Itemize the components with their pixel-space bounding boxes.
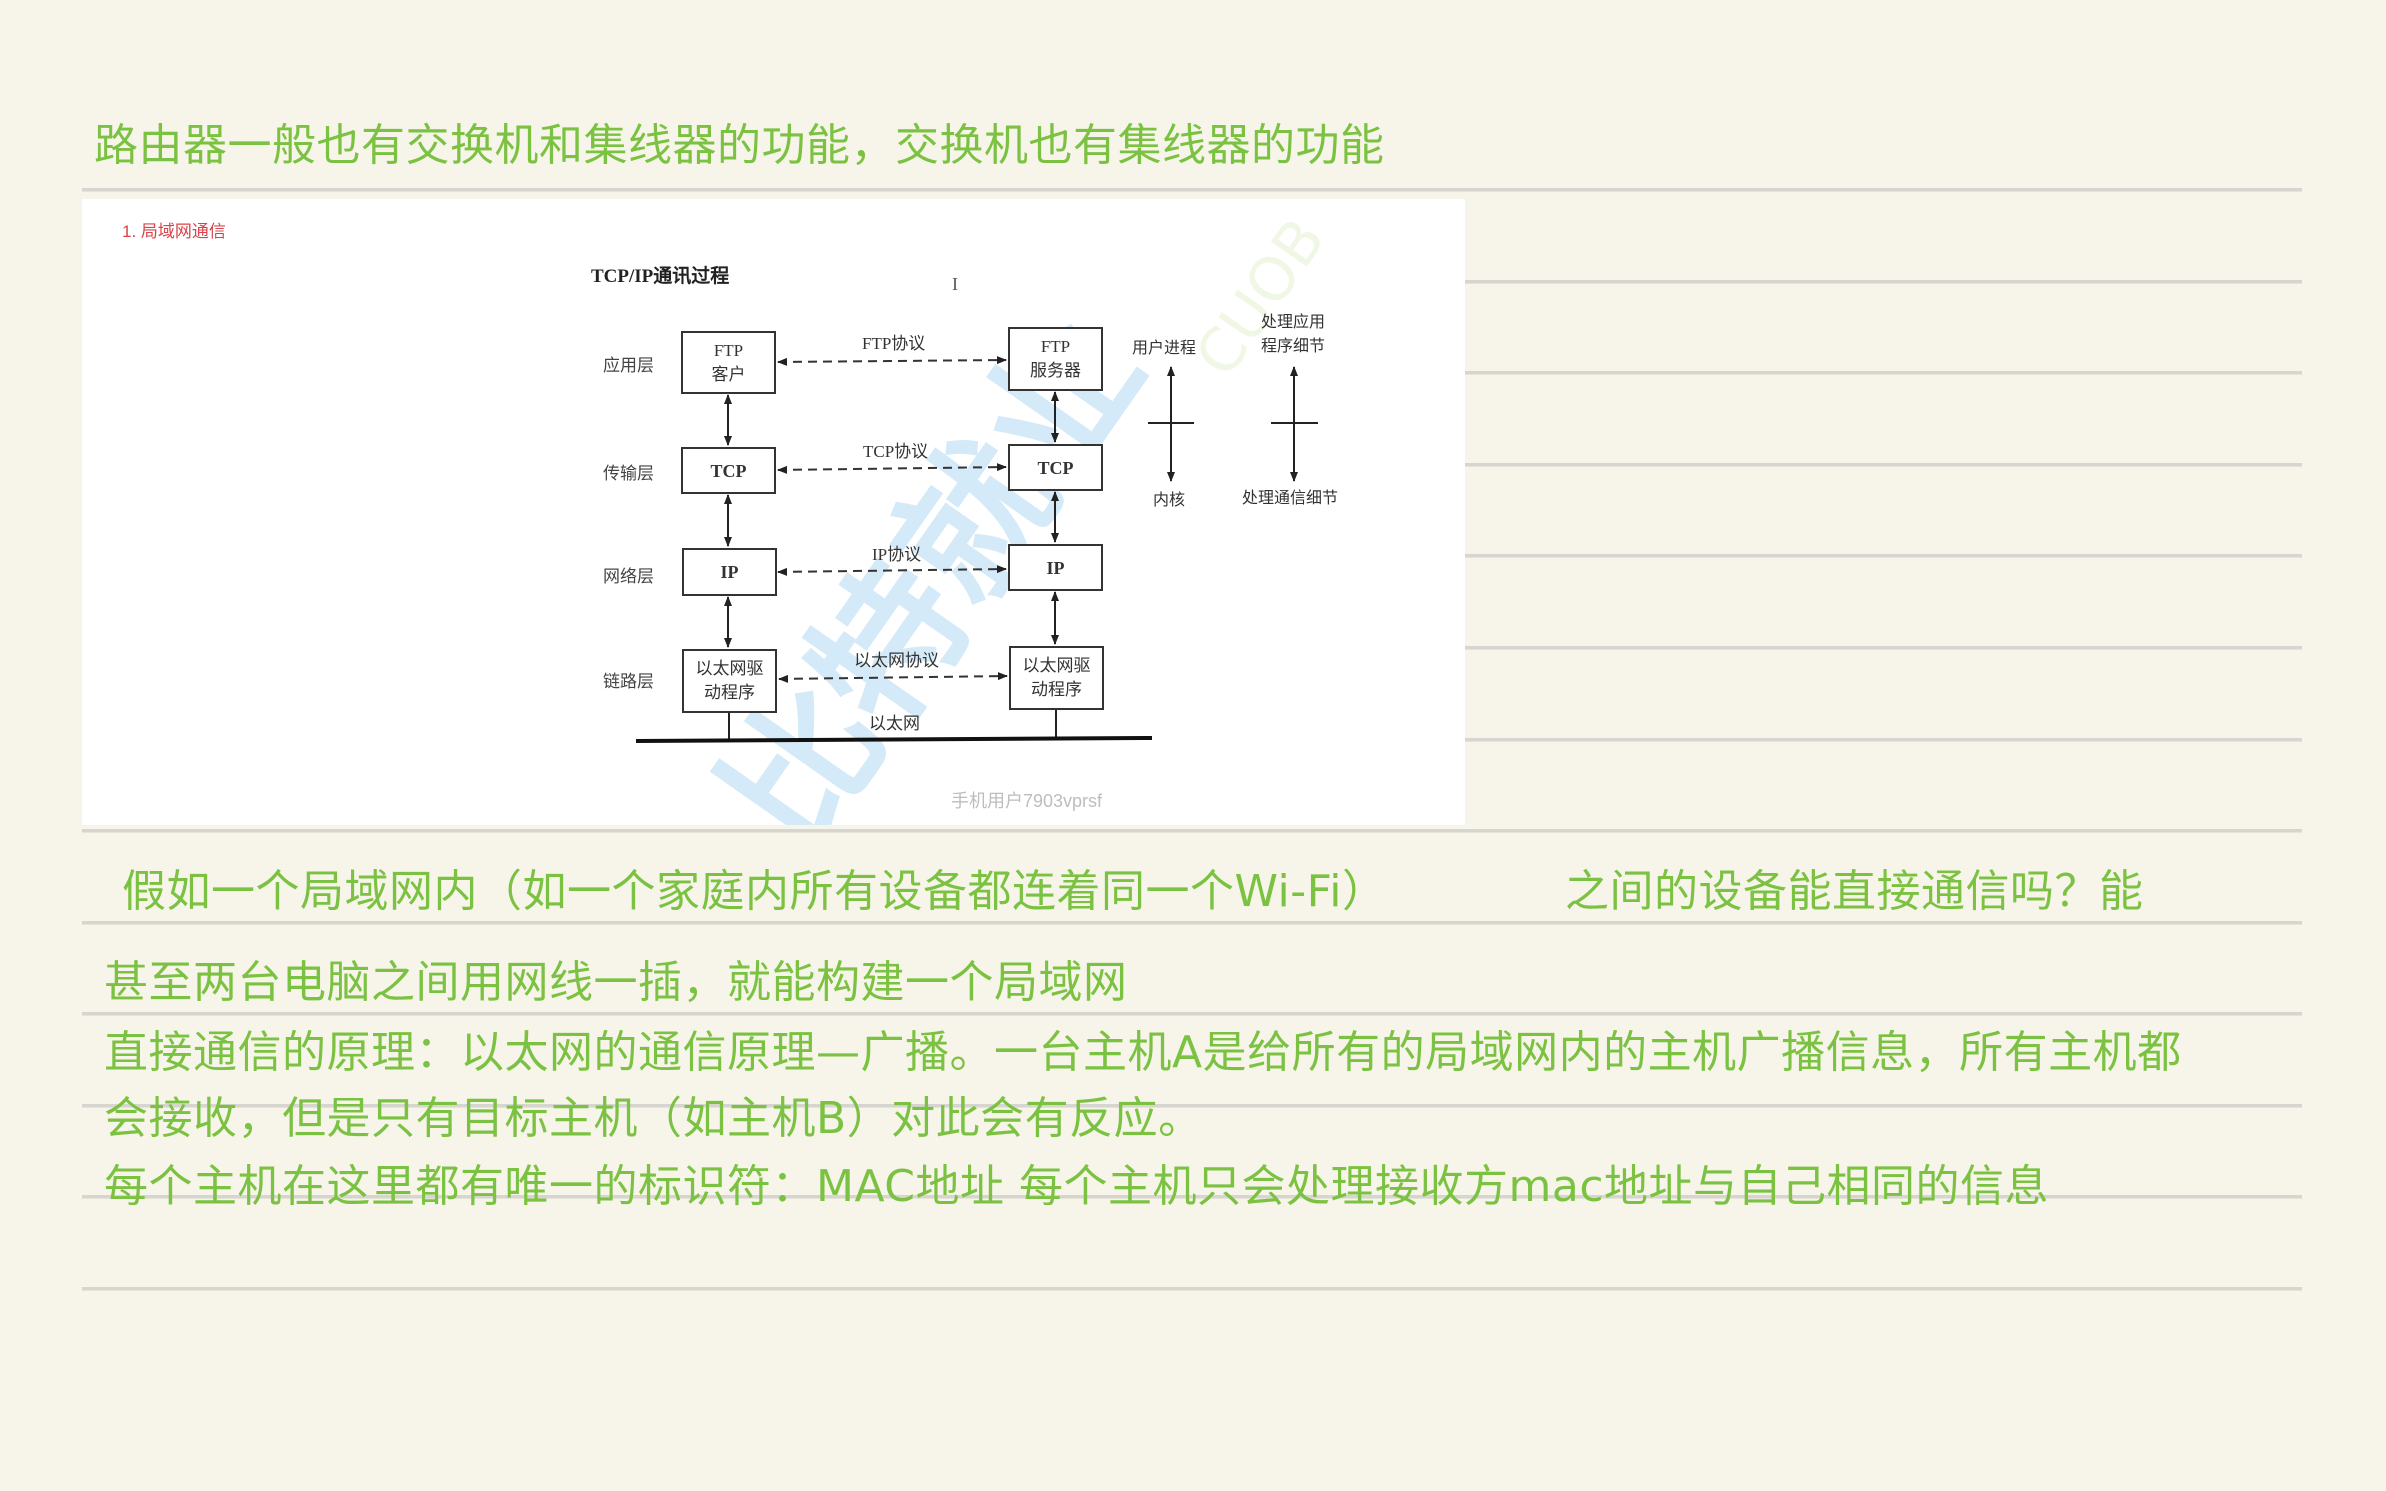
- layer-label-transport: 传输层: [603, 464, 654, 483]
- box-text: TCP: [710, 460, 747, 481]
- tcp-ip-diagram-image[interactable]: 比特就业 CUOB 1. 局域网通信 TCP/IP通讯过程 I 应用层 传输层 …: [82, 199, 1465, 825]
- box-tcp-client: TCP: [681, 447, 776, 494]
- diagram-title: TCP/IP通讯过程: [591, 266, 730, 287]
- ruled-line: [82, 1195, 2302, 1199]
- ruled-line: [82, 188, 2302, 192]
- side-label-comm-detail: 处理通信细节: [1242, 490, 1339, 507]
- ruled-line: [82, 1287, 2302, 1291]
- box-text: 动程序: [1031, 680, 1082, 699]
- note-lan-question[interactable]: 假如一个局域网内（如一个家庭内所有设备都连着同一个Wi-Fi）: [122, 866, 1387, 917]
- protocol-label-ip: IP协议: [872, 545, 922, 564]
- layer-label-application: 应用层: [603, 356, 654, 375]
- protocol-label-ethernet: 以太网协议: [854, 651, 939, 670]
- box-ethernet-driver-client: 以太网驱 动程序: [682, 649, 777, 713]
- layer-label-link: 链路层: [603, 672, 654, 691]
- protocol-label-tcp: TCP协议: [863, 442, 929, 461]
- side-label-app-detail-2: 程序细节: [1261, 338, 1326, 355]
- note-lan-answer[interactable]: 之间的设备能直接通信吗？能: [1565, 866, 2144, 917]
- ruled-line: [1465, 554, 2302, 558]
- box-text: 以太网驱: [1022, 656, 1091, 675]
- text-cursor-icon: I: [952, 274, 958, 294]
- box-text: 服务器: [1030, 361, 1081, 380]
- box-text: IP: [720, 562, 739, 582]
- ruled-line: [1465, 280, 2302, 284]
- diagram-connectors: [635, 356, 1318, 743]
- note-cable-lan[interactable]: 甚至两台电脑之间用网线一插，就能构建一个局域网: [104, 957, 1128, 1008]
- box-text: 以太网驱: [695, 659, 764, 678]
- ruled-line: [1465, 646, 2302, 650]
- box-text: TCP: [1037, 457, 1074, 478]
- ruled-line: [1465, 371, 2302, 375]
- ruled-line: [82, 1012, 2302, 1016]
- note-broadcast-response[interactable]: 会接收，但是只有目标主机（如主机B）对此会有反应。: [104, 1093, 1203, 1144]
- note-broadcast-principle[interactable]: 直接通信的原理：以太网的通信原理—广播。一台主机A是给所有的局域网内的主机广播信…: [104, 1027, 2182, 1078]
- box-text: FTP: [713, 340, 744, 360]
- box-ethernet-driver-server: 以太网驱 动程序: [1009, 646, 1104, 710]
- image-credit: 手机用户7903vprsf: [951, 791, 1103, 811]
- figure-heading: 1. 局域网通信: [122, 222, 226, 241]
- layer-label-network: 网络层: [603, 567, 654, 586]
- note-mac-address[interactable]: 每个主机在这里都有唯一的标识符：MAC地址 每个主机只会处理接收方mac地址与自…: [104, 1161, 2050, 1212]
- box-text: 客户: [711, 364, 746, 384]
- ruled-line: [1465, 463, 2302, 467]
- box-text: FTP: [1040, 337, 1071, 356]
- ruled-line: [82, 829, 2302, 833]
- box-ip-server: IP: [1008, 544, 1103, 591]
- box-tcp-server: TCP: [1008, 444, 1103, 491]
- box-text: 动程序: [704, 683, 755, 702]
- note-router-functions[interactable]: 路由器一般也有交换机和集线器的功能，交换机也有集线器的功能: [94, 120, 1385, 171]
- ruled-line: [82, 921, 2302, 925]
- side-label-kernel: 内核: [1153, 492, 1186, 509]
- medium-label-ethernet: 以太网: [869, 714, 920, 733]
- side-label-user-process: 用户进程: [1132, 340, 1197, 357]
- box-ftp-client: FTP 客户: [681, 331, 776, 394]
- box-ftp-server: FTP 服务器: [1008, 327, 1103, 391]
- box-text: IP: [1046, 557, 1065, 578]
- ruled-line: [82, 1104, 2302, 1108]
- ruled-line: [1465, 738, 2302, 742]
- protocol-label-ftp: FTP协议: [862, 334, 926, 353]
- box-ip-client: IP: [682, 548, 777, 596]
- side-label-app-detail-1: 处理应用: [1261, 314, 1326, 331]
